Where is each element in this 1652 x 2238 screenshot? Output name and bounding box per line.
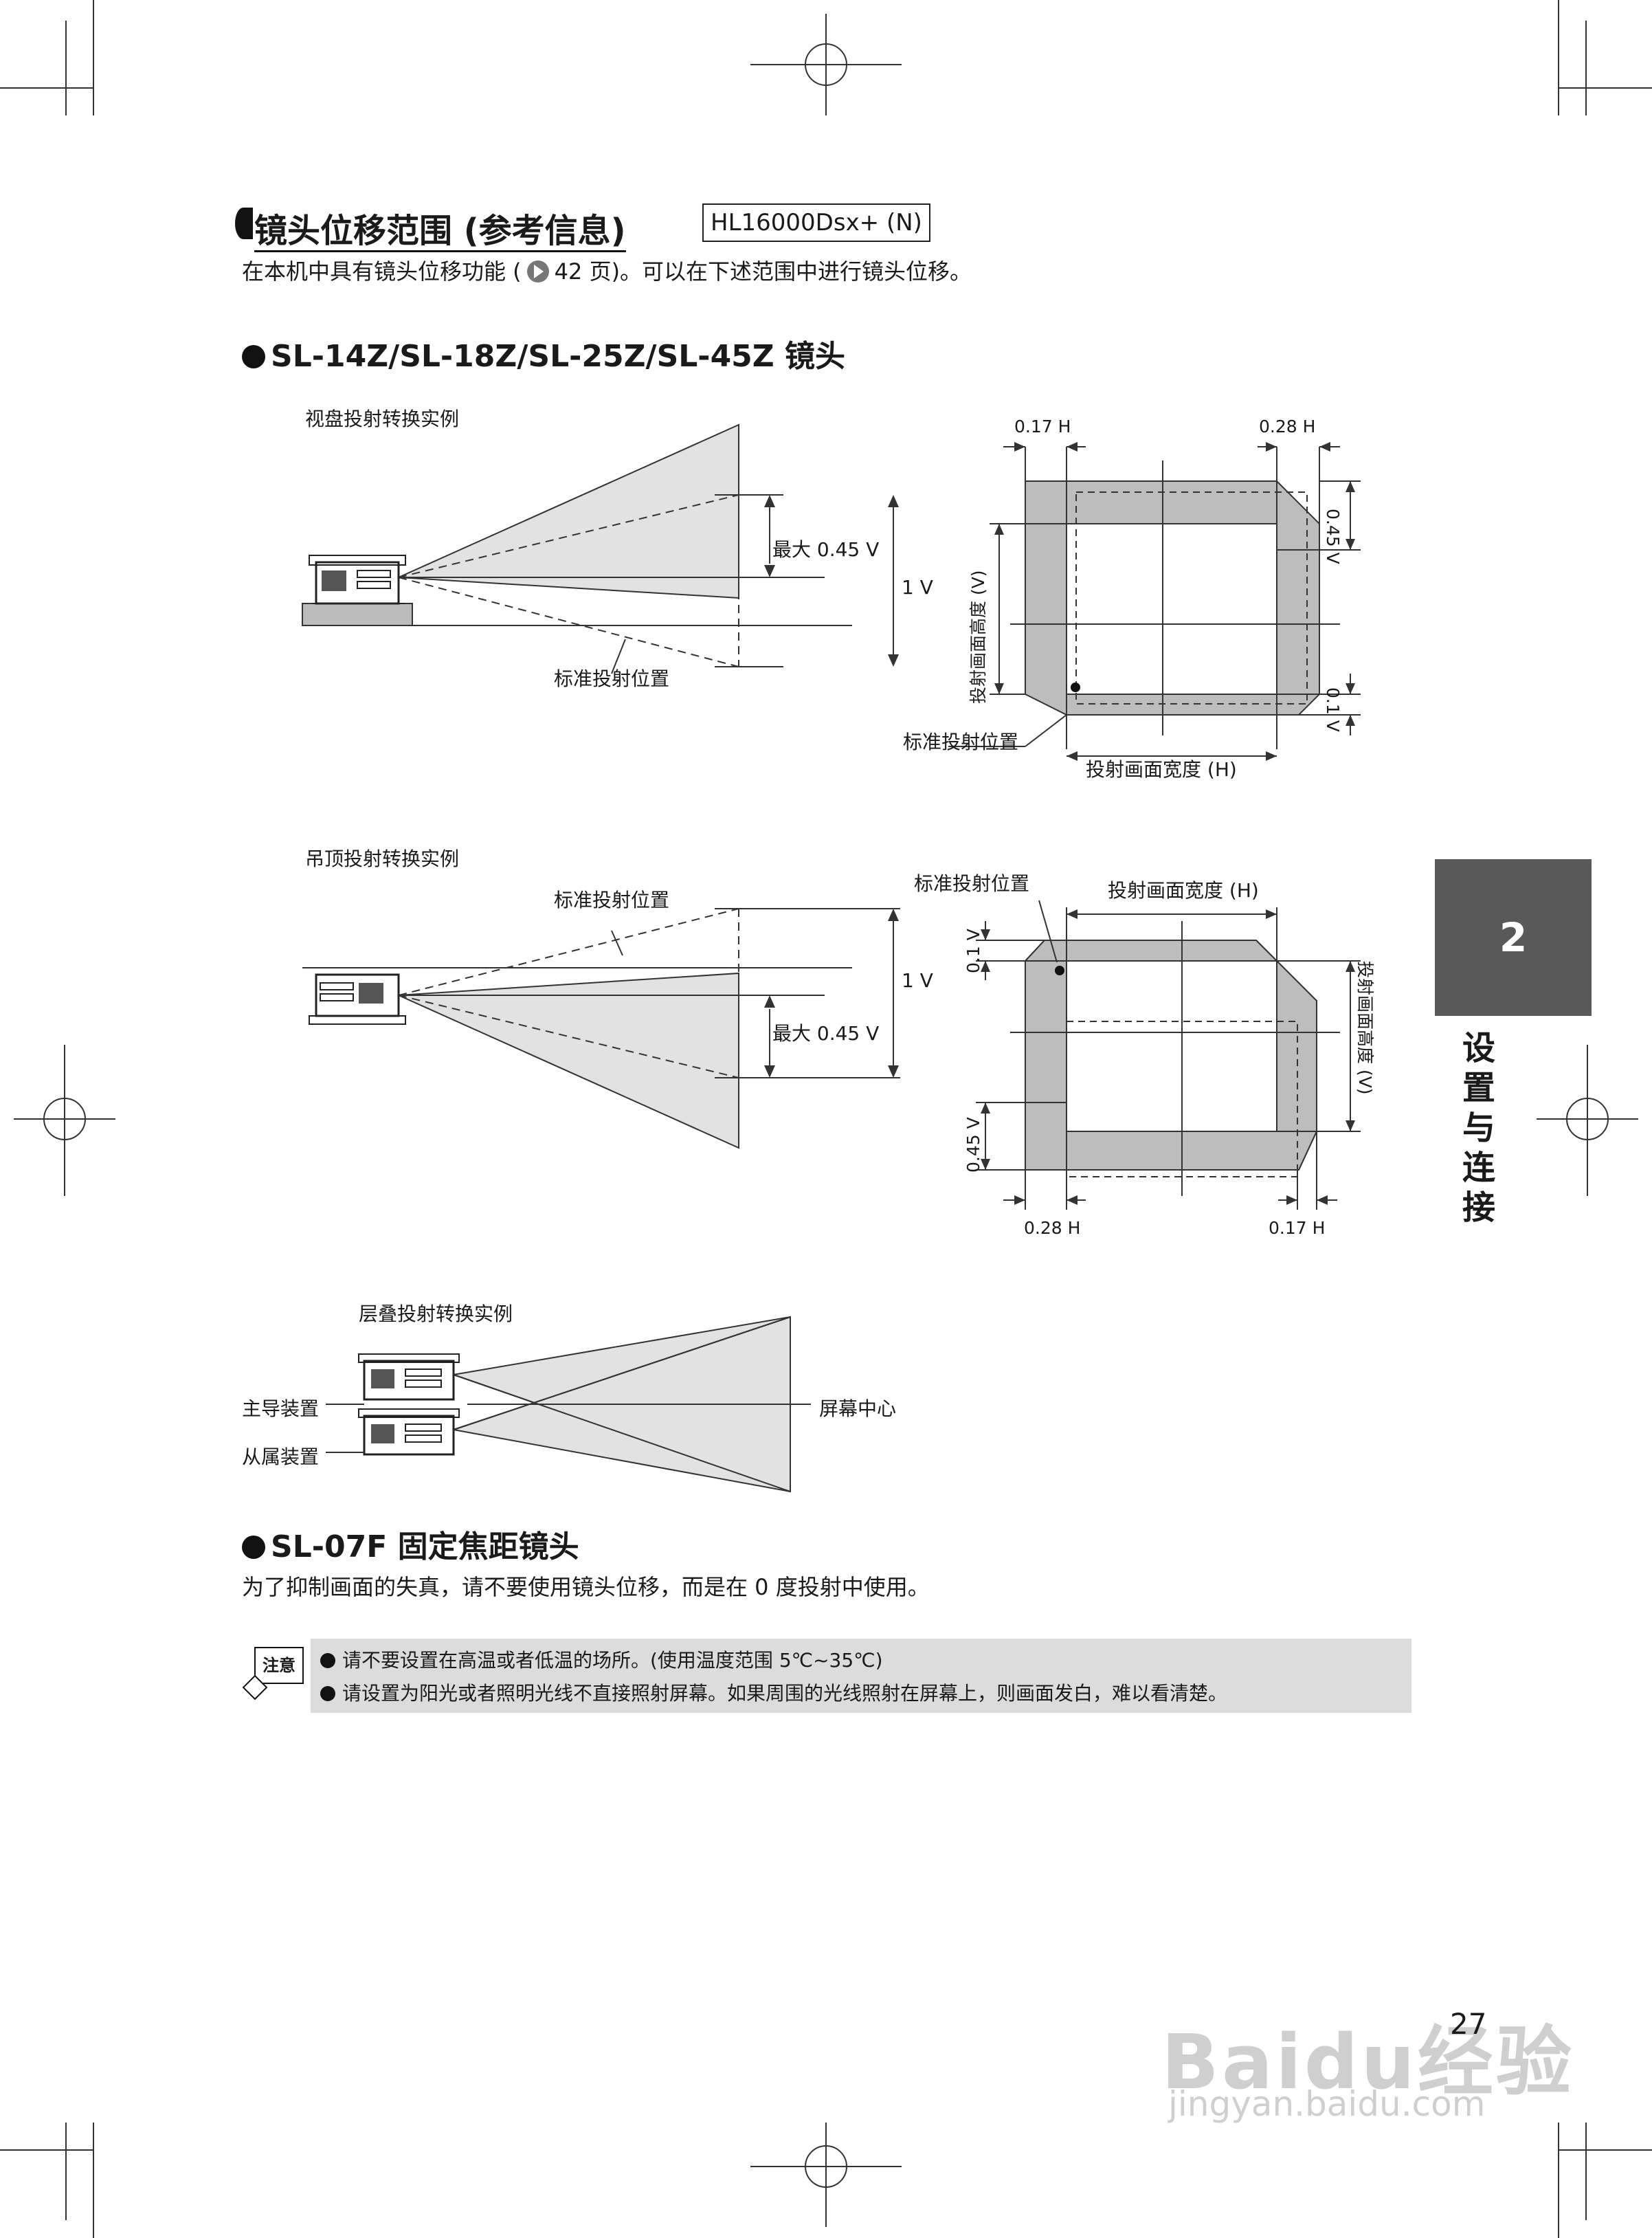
bullet-icon bbox=[242, 1536, 265, 1559]
ceiling-screen-left-top: 0.1 V bbox=[963, 929, 983, 973]
ceiling-std-label: 标准投射位置 bbox=[554, 889, 670, 911]
stack-slave-label: 从属装置 bbox=[242, 1445, 320, 1468]
stack-master-label: 主导装置 bbox=[242, 1397, 320, 1420]
projector-icon bbox=[309, 973, 406, 1025]
desk-example-title: 视盘投射转换实例 bbox=[305, 408, 460, 430]
bullet-icon bbox=[320, 1653, 335, 1668]
heading-marker-icon bbox=[235, 208, 253, 239]
stack-example-title: 层叠投射转换实例 bbox=[359, 1303, 513, 1325]
desk-screen-width-label: 投射画面宽度 (H) bbox=[1086, 758, 1237, 781]
desk-side-diagram bbox=[302, 423, 899, 674]
bullet-icon bbox=[320, 1686, 335, 1701]
ceiling-screen-bottom-right: 0.17 H bbox=[1269, 1218, 1326, 1238]
desk-screen-right-bottom: 0.1 V bbox=[1323, 687, 1343, 732]
caution-icon: 注意 bbox=[242, 1644, 304, 1706]
page-number: 27 bbox=[1450, 2007, 1487, 2041]
caution-line-2: 请设置为阳光或者照明光线不直接照射屏幕。如果周围的光线照射在屏幕上，则画面发白，… bbox=[320, 1678, 1227, 1706]
model-badge: HL16000Dsx+ (N) bbox=[702, 203, 930, 242]
ceiling-screen-bottom-left: 0.28 H bbox=[1024, 1218, 1081, 1238]
caution-line-1: 请不要设置在高温或者低温的场所。(使用温度范围 5℃~35℃) bbox=[320, 1646, 883, 1673]
ceiling-max-label: 最大 0.45 V bbox=[772, 1022, 880, 1045]
desk-screen-top-left: 0.17 H bbox=[1014, 417, 1071, 436]
ceiling-screen-right-vertical: 投射画面高度 (V) bbox=[1355, 961, 1375, 1095]
ceiling-screen-std-label: 标准投射位置 bbox=[914, 872, 1030, 895]
desk-screen-left-vertical: 投射画面高度 (V) bbox=[968, 570, 988, 704]
bullet-icon bbox=[242, 345, 265, 368]
desk-max-label: 最大 0.45 V bbox=[772, 538, 880, 561]
desk-one-v-label: 1 V bbox=[902, 576, 933, 599]
chapter-number: 2 bbox=[1435, 859, 1592, 1016]
ceiling-example-title: 吊顶投射转换实例 bbox=[305, 847, 460, 870]
page-title: 镜头位移范围 (参考信息) bbox=[254, 203, 626, 252]
desk-screen-diagram bbox=[948, 442, 1361, 761]
projector-icon bbox=[358, 1408, 460, 1456]
section-heading-zoom-lens: SL-14Z/SL-18Z/SL-25Z/SL-45Z 镜头 bbox=[242, 331, 845, 375]
section-heading-fixed-lens: SL-07F 固定焦距镜头 bbox=[242, 1522, 579, 1566]
desk-screen-top-right: 0.28 H bbox=[1259, 417, 1316, 436]
projector-icon bbox=[358, 1353, 460, 1401]
stack-center-label: 屏幕中心 bbox=[819, 1397, 897, 1420]
watermark-url: jingyan.baidu.com bbox=[1168, 2084, 1486, 2124]
stack-diagram bbox=[326, 1316, 811, 1493]
intro-text: 在本机中具有镜头位移功能 (42 页)。可以在下述范围中进行镜头位移。 bbox=[242, 258, 972, 285]
desk-screen-std-label: 标准投射位置 bbox=[903, 731, 1019, 753]
watermark-logo: Baidu经验 bbox=[1161, 2018, 1574, 2106]
ceiling-screen-left-bottom: 0.45 V bbox=[963, 1117, 983, 1173]
ceiling-screen-diagram bbox=[976, 900, 1361, 1210]
ceiling-screen-width-label: 投射画面宽度 (H) bbox=[1108, 879, 1259, 902]
fixed-lens-text: 为了抑制画面的失真，请不要使用镜头位移，而是在 0 度投射中使用。 bbox=[242, 1574, 930, 1600]
projector-icon bbox=[309, 555, 406, 605]
chapter-title: 设置与连接 bbox=[1462, 1029, 1495, 1227]
desk-screen-right-top: 0.45 V bbox=[1323, 509, 1343, 564]
page-ref-arrow-icon bbox=[526, 261, 549, 282]
desk-std-label: 标准投射位置 bbox=[554, 667, 670, 690]
caution-box bbox=[311, 1639, 1411, 1713]
ceiling-side-diagram bbox=[302, 908, 900, 1149]
ceiling-one-v-label: 1 V bbox=[902, 969, 933, 992]
